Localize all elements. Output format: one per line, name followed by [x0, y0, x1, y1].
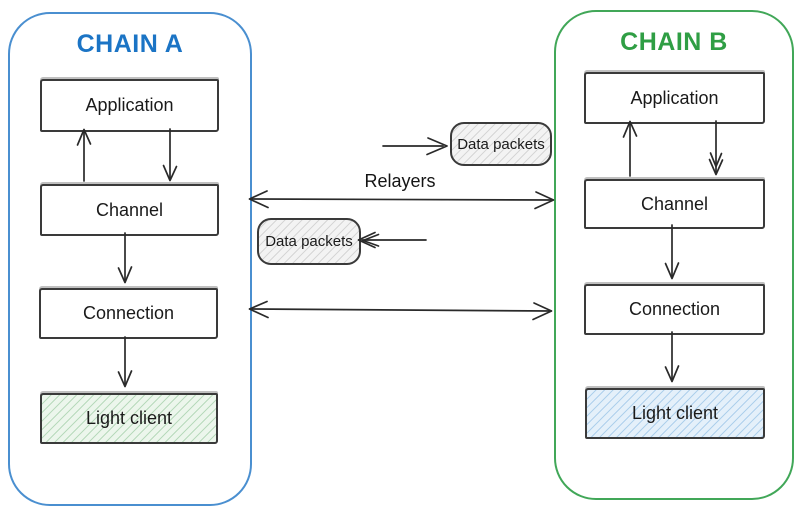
connection-double-arrow [248, 300, 553, 321]
chain-a-light-client-box: Light client [40, 393, 218, 444]
relayers-double-arrow [248, 190, 555, 210]
chain-a-light-client-label: Light client [85, 408, 173, 428]
data-packets-bottom-label: Data packets [265, 233, 353, 250]
chain-b-connection-label: Connection [628, 299, 721, 319]
chain-b-application-label: Application [630, 87, 719, 108]
chain-a-connection-label: Connection [82, 303, 175, 323]
relayers-label: Relayers [364, 171, 436, 191]
chain-b-application-box: Application [584, 72, 765, 124]
chain-b-light-client-box: Light client [585, 388, 765, 439]
chain-b-connection-box: Connection [584, 284, 765, 335]
chain-a-connection-box: Connection [39, 288, 218, 339]
chain-a-channel-box: Channel [40, 184, 219, 236]
chain-a-title: CHAIN A [76, 30, 184, 58]
chain-b-channel-label: Channel [640, 193, 709, 214]
data-packets-top-pill: Data packets [450, 122, 552, 166]
chain-a-application-box: Application [40, 79, 219, 132]
to-data-packets-top-arrow [382, 137, 448, 156]
chain-b-title: CHAIN B [620, 28, 728, 56]
chain-b-light-client-label: Light client [631, 403, 719, 423]
chain-b-channel-box: Channel [584, 179, 765, 229]
chain-b-container: CHAIN B Application Channel Connection L… [554, 10, 794, 500]
data-packets-top-label: Data packets [457, 135, 545, 153]
chain-a-container: CHAIN A Application Channel Connection L… [8, 12, 252, 506]
chain-a-application-label: Application [85, 95, 174, 115]
chain-a-channel-label: Channel [95, 199, 164, 220]
to-data-packets-bottom-arrow [357, 231, 427, 249]
data-packets-bottom-pill: Data packets [257, 218, 361, 265]
